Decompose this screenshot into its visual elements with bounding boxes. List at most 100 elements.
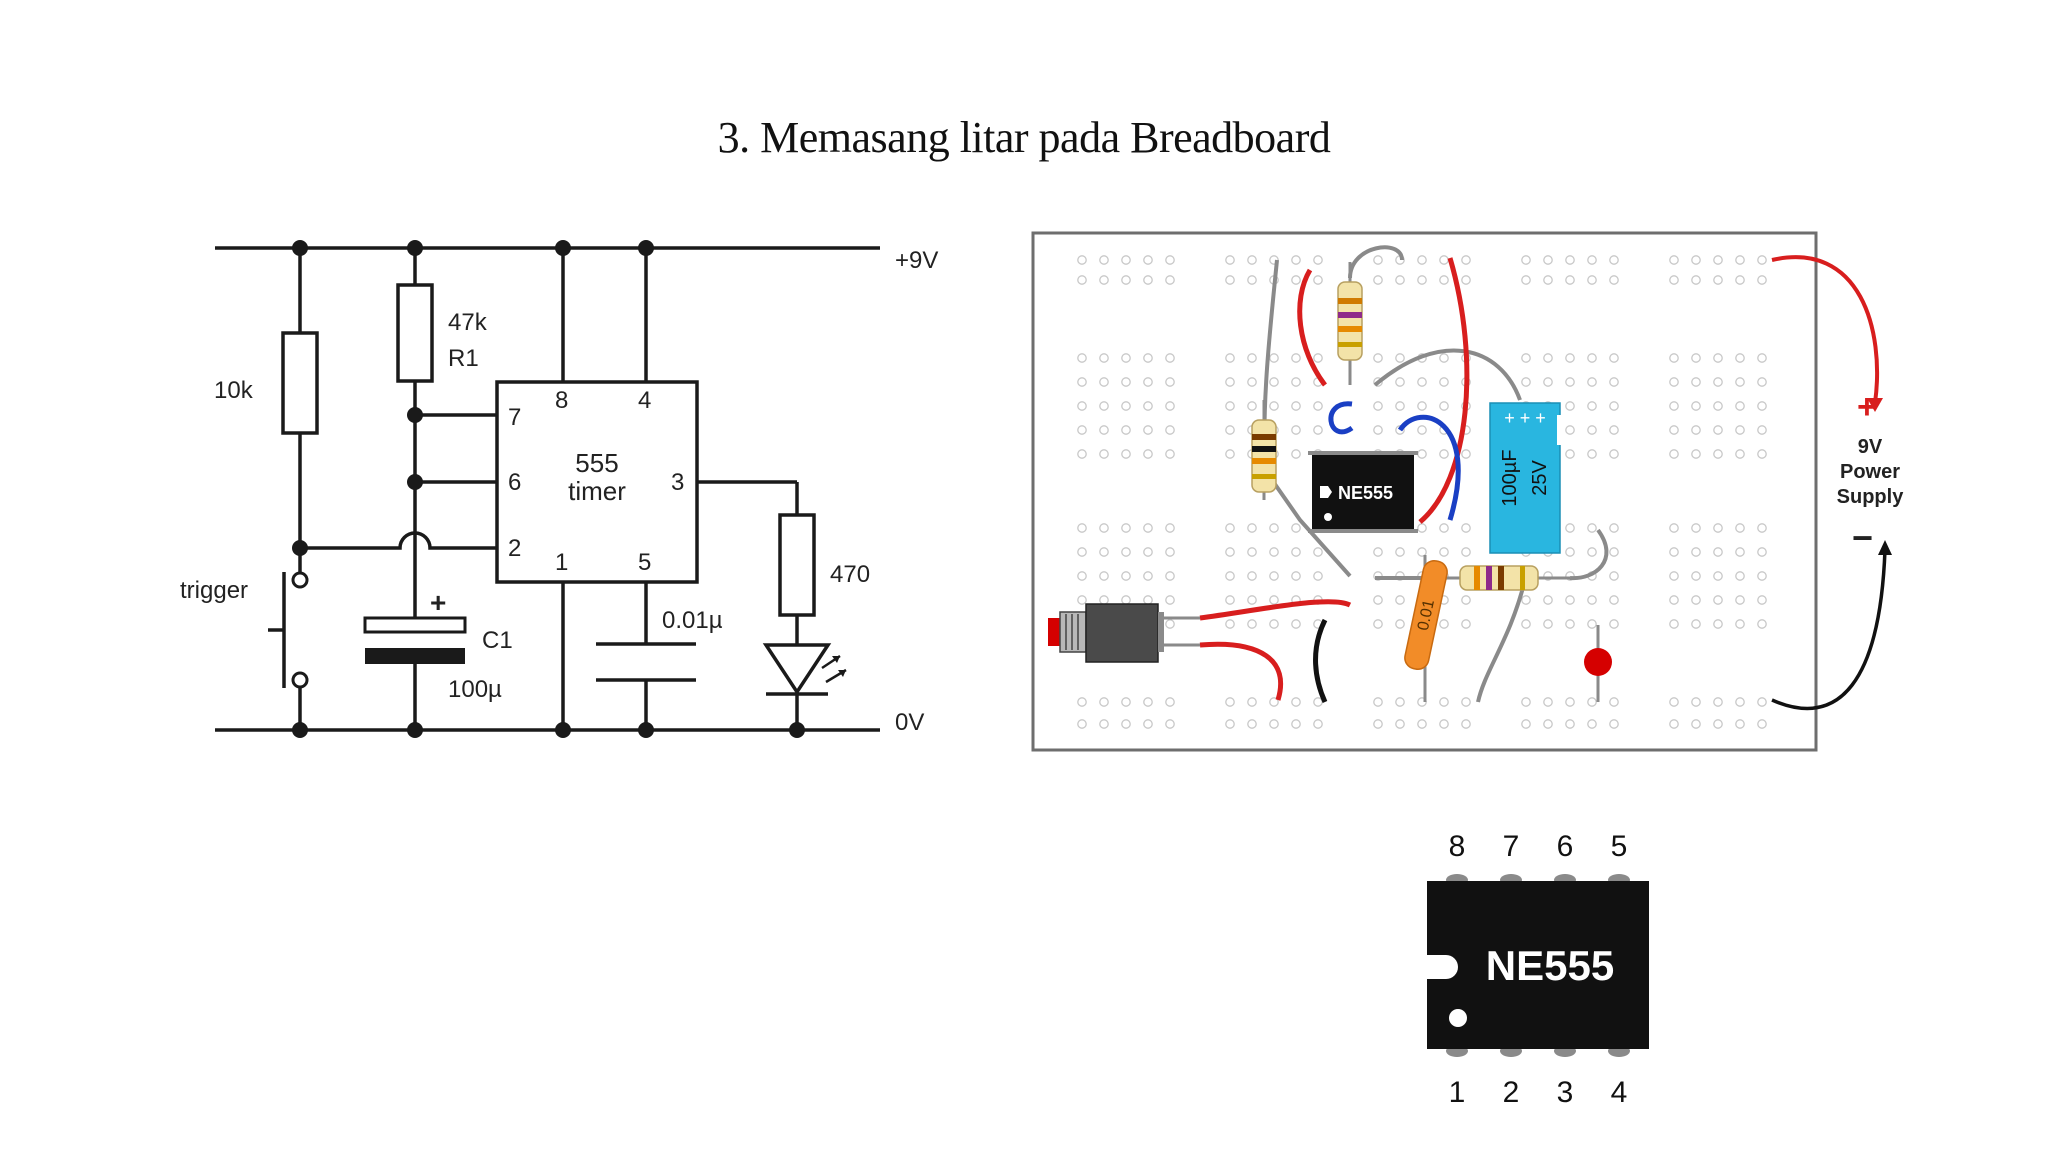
- breadboard-hole: [1077, 425, 1087, 435]
- breadboard-hole: [1439, 377, 1449, 387]
- breadboard-hole: [1521, 595, 1531, 605]
- breadboard-hole: [1121, 449, 1131, 459]
- breadboard-hole: [1565, 255, 1575, 265]
- breadboard-hole: [1691, 377, 1701, 387]
- breadboard-hole: [1609, 697, 1619, 707]
- breadboard-hole: [1077, 571, 1087, 581]
- breadboard-hole: [1269, 719, 1279, 729]
- breadboard-hole: [1099, 719, 1109, 729]
- breadboard-hole: [1609, 719, 1619, 729]
- breadboard-hole: [1713, 697, 1723, 707]
- red-wire-switch-2: [1199, 641, 1284, 701]
- breadboard-hole: [1543, 353, 1553, 363]
- breadboard-hole: [1521, 619, 1531, 629]
- breadboard-hole: [1165, 377, 1175, 387]
- breadboard-hole: [1077, 523, 1087, 533]
- breadboard-hole: [1735, 425, 1745, 435]
- breadboard-hole: [1439, 697, 1449, 707]
- breadboard-hole: [1757, 697, 1767, 707]
- breadboard-hole: [1077, 377, 1087, 387]
- breadboard-hole: [1417, 425, 1427, 435]
- breadboard-hole: [1713, 619, 1723, 629]
- breadboard-hole: [1713, 425, 1723, 435]
- pinout-top-pin-8: 8: [1449, 830, 1466, 863]
- breadboard-hole: [1165, 571, 1175, 581]
- breadboard-hole: [1313, 401, 1323, 411]
- breadboard-hole: [1121, 523, 1131, 533]
- red-wire-top: [1297, 268, 1327, 387]
- breadboard-hole: [1373, 425, 1383, 435]
- label-001u: 0.01µ: [662, 607, 723, 634]
- resistor-horizontal: [1430, 565, 1570, 591]
- breadboard-hole: [1669, 697, 1679, 707]
- pin-4-label: 4: [638, 387, 651, 414]
- breadboard-hole: [1165, 719, 1175, 729]
- breadboard-hole: [1269, 619, 1279, 629]
- breadboard-hole: [1757, 595, 1767, 605]
- breadboard-hole: [1225, 255, 1235, 265]
- breadboard-hole: [1165, 697, 1175, 707]
- breadboard-hole: [1587, 619, 1597, 629]
- breadboard-hole: [1669, 401, 1679, 411]
- breadboard-hole: [1247, 377, 1257, 387]
- pinout-bottom-pin-2: 2: [1503, 1076, 1520, 1109]
- breadboard-hole: [1461, 619, 1471, 629]
- breadboard-hole: [1291, 571, 1301, 581]
- capacitor-100uf-breadboard: + + + 100µF 25V: [1489, 402, 1563, 554]
- breadboard-hole: [1165, 449, 1175, 459]
- breadboard-hole: [1713, 571, 1723, 581]
- blue-wire-small: [1328, 401, 1354, 435]
- red-wire-switch: [1199, 599, 1352, 621]
- breadboard-hole: [1713, 255, 1723, 265]
- breadboard-hole: [1165, 595, 1175, 605]
- breadboard-hole: [1439, 449, 1449, 459]
- breadboard-hole: [1291, 255, 1301, 265]
- breadboard-hole: [1521, 697, 1531, 707]
- pinout-top-pin-7: 7: [1503, 830, 1520, 863]
- breadboard-hole: [1735, 719, 1745, 729]
- pin-7-label: 7: [508, 404, 521, 431]
- breadboard-hole: [1565, 523, 1575, 533]
- breadboard-hole: [1247, 595, 1257, 605]
- breadboard-hole: [1543, 595, 1553, 605]
- breadboard-hole: [1587, 275, 1597, 285]
- breadboard-hole: [1099, 353, 1109, 363]
- black-wire-switch: [1313, 618, 1328, 704]
- breadboard-hole: [1543, 619, 1553, 629]
- switch-contact-top: [291, 571, 309, 589]
- breadboard-hole: [1373, 353, 1383, 363]
- breadboard-hole: [1313, 275, 1323, 285]
- breadboard-hole: [1077, 275, 1087, 285]
- breadboard-hole: [1165, 255, 1175, 265]
- breadboard-hole: [1669, 449, 1679, 459]
- breadboard-hole: [1143, 255, 1153, 265]
- breadboard-hole: [1143, 449, 1153, 459]
- breadboard-hole: [1565, 547, 1575, 557]
- led-breadboard: [1584, 625, 1612, 702]
- breadboard-hole: [1609, 425, 1619, 435]
- breadboard-hole: [1395, 401, 1405, 411]
- breadboard-hole: [1143, 595, 1153, 605]
- breadboard-hole: [1077, 255, 1087, 265]
- breadboard-hole: [1373, 719, 1383, 729]
- breadboard-hole: [1247, 401, 1257, 411]
- breadboard-hole: [1461, 719, 1471, 729]
- breadboard-hole: [1291, 425, 1301, 435]
- pin-1-label: 1: [555, 549, 568, 576]
- breadboard-hole: [1713, 719, 1723, 729]
- breadboard-hole: [1225, 353, 1235, 363]
- breadboard-hole: [1439, 523, 1449, 533]
- breadboard-hole: [1225, 571, 1235, 581]
- breadboard-hole: [1543, 275, 1553, 285]
- breadboard-hole: [1757, 619, 1767, 629]
- breadboard-hole: [1543, 377, 1553, 387]
- breadboard-hole: [1291, 449, 1301, 459]
- breadboard-hole: [1691, 425, 1701, 435]
- breadboard-hole: [1121, 547, 1131, 557]
- breadboard-hole: [1565, 275, 1575, 285]
- power-power: Power: [1840, 461, 1900, 483]
- pin-8-label: 8: [555, 387, 568, 414]
- breadboard-hole: [1099, 255, 1109, 265]
- breadboard-hole: [1691, 619, 1701, 629]
